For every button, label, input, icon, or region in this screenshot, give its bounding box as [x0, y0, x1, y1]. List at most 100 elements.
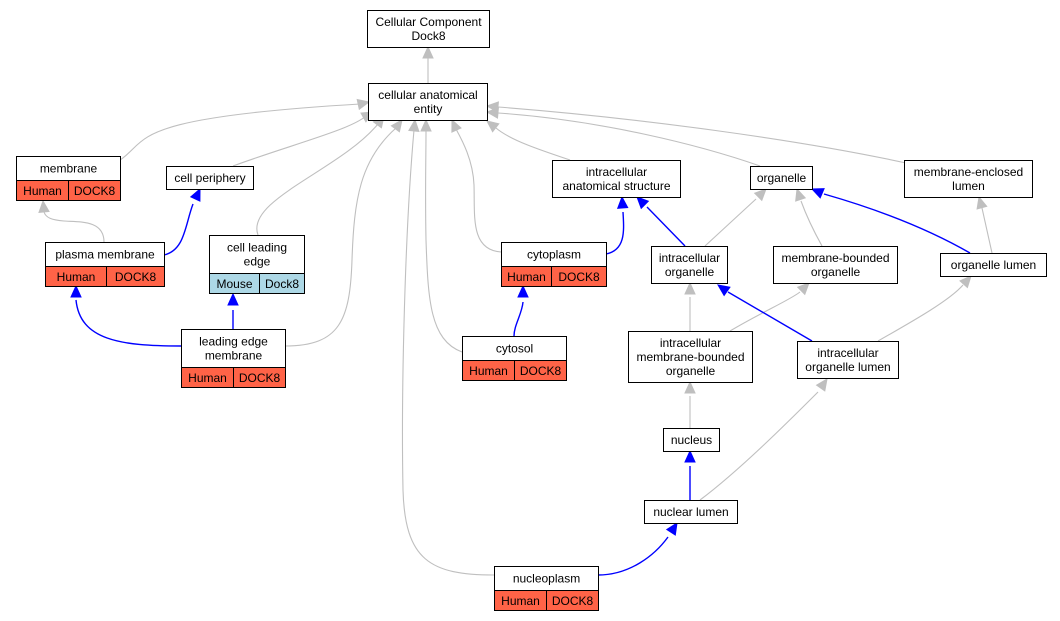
- node-box: [552, 160, 681, 198]
- edge-line: [497, 106, 907, 164]
- node-label-line: nucleus: [671, 433, 712, 447]
- node-label-line: organelle: [665, 265, 715, 279]
- node-box: [45, 242, 165, 267]
- arrowhead-icon: [486, 120, 500, 133]
- node-label-line: cell periphery: [174, 171, 245, 185]
- edge-line: [401, 129, 495, 576]
- node-label-line: nucleoplasm: [513, 572, 580, 586]
- node-box: [750, 166, 813, 190]
- arrowhead-icon: [976, 195, 988, 210]
- edge-line: [605, 211, 625, 255]
- node-label-line: membrane: [205, 349, 263, 363]
- node-box: [494, 566, 599, 591]
- edge-line: [981, 207, 993, 254]
- node-label-line: edge: [244, 255, 271, 269]
- edge-line: [119, 103, 361, 161]
- edge-intracellular-membrane-bounded-organelle-to-membrane-bounded-organelle: [729, 282, 810, 332]
- gene-label: DOCK8: [115, 270, 157, 284]
- edge-cytoplasm-to-intracellular-anatomical-structure: [605, 195, 629, 255]
- edge-line: [877, 284, 964, 342]
- node-label-line: organelle lumen: [951, 258, 1036, 272]
- edge-intracellular-organelle-lumen-to-organelle-lumen: [877, 275, 972, 342]
- node-label-line: intracellular: [817, 346, 878, 360]
- arrowhead-icon: [810, 188, 825, 199]
- gene-label: DOCK8: [520, 364, 562, 378]
- node-organelle[interactable]: organelle: [750, 166, 813, 190]
- edge-cytosol-to-cellular-anatomical-entity: [420, 118, 463, 353]
- node-cell-periphery[interactable]: cell periphery: [166, 166, 254, 190]
- node-label-line: organelle: [811, 265, 861, 279]
- node-organelle-lumen[interactable]: organelle lumen: [940, 253, 1047, 277]
- node-label-line: intracellular: [586, 165, 647, 179]
- node-box: [628, 331, 753, 383]
- gene-cell: [106, 266, 165, 287]
- arrowhead-icon: [636, 196, 650, 210]
- edge-cell-leading-edge-to-cellular-anatomical-entity: [256, 115, 385, 236]
- arrowhead-icon: [959, 275, 972, 289]
- edge-line: [646, 206, 686, 247]
- species-label: Human: [507, 270, 546, 284]
- node-nuclear-lumen[interactable]: nuclear lumen: [644, 500, 738, 524]
- edge-line: [597, 536, 669, 576]
- edge-line: [800, 200, 823, 247]
- arrowhead-icon: [665, 521, 678, 536]
- arrowhead-icon: [451, 118, 462, 133]
- edge-membrane-enclosed-lumen-to-cellular-anatomical-entity: [485, 101, 907, 164]
- node-label-line: organelle: [666, 364, 716, 378]
- arrowhead-icon: [753, 188, 767, 202]
- edge-nucleoplasm-to-nuclear-lumen: [597, 521, 678, 576]
- arrowhead-icon: [796, 282, 810, 296]
- edge-line: [43, 211, 105, 243]
- arrowhead-icon: [616, 195, 629, 209]
- gene-cell: [233, 367, 286, 388]
- node-label-line: cytoplasm: [527, 248, 581, 262]
- arrowhead-icon: [420, 118, 432, 132]
- gene-label: DOCK8: [74, 184, 116, 198]
- edge-organelle-lumen-to-membrane-enclosed-lumen: [976, 195, 993, 254]
- edge-leading-edge-membrane-to-cell-leading-edge: [227, 292, 239, 329]
- edge-cell-periphery-to-cellular-anatomical-entity: [232, 111, 375, 167]
- species-label: Human: [23, 184, 62, 198]
- arrowhead-icon: [189, 187, 201, 202]
- arrowhead-icon: [795, 187, 807, 202]
- node-box: [368, 83, 488, 121]
- edge-line: [495, 127, 571, 161]
- node-box: [651, 246, 728, 284]
- edge-organelle-lumen-to-organelle: [810, 188, 971, 254]
- arrowhead-icon: [356, 98, 371, 111]
- species-label: Human: [501, 594, 540, 608]
- node-label-line: cellular anatomical: [378, 88, 477, 102]
- node-label-line: intracellular: [660, 336, 721, 350]
- edge-nuclear-lumen-to-nucleus: [684, 449, 696, 500]
- edge-cytoplasm-to-cellular-anatomical-entity: [451, 118, 502, 253]
- node-nucleus[interactable]: nucleus: [663, 428, 720, 452]
- arrowhead-icon: [390, 119, 403, 133]
- edge-nuclear-lumen-to-intracellular-organelle-lumen: [699, 378, 828, 501]
- node-label-line: Cellular Component: [375, 15, 482, 29]
- node-box: [209, 235, 305, 274]
- node-label-line: anatomical structure: [562, 179, 670, 193]
- gene-label: Dock8: [265, 277, 299, 291]
- arrowhead-icon: [38, 199, 50, 213]
- node-box: [940, 253, 1047, 277]
- node-box: [166, 166, 254, 190]
- edge-nucleus-to-intracellular-membrane-bounded-organelle: [684, 380, 696, 428]
- edge-membrane-bounded-organelle-to-organelle: [795, 187, 823, 247]
- gene-cell: [546, 590, 599, 611]
- node-label-line: membrane-enclosed: [914, 165, 1023, 179]
